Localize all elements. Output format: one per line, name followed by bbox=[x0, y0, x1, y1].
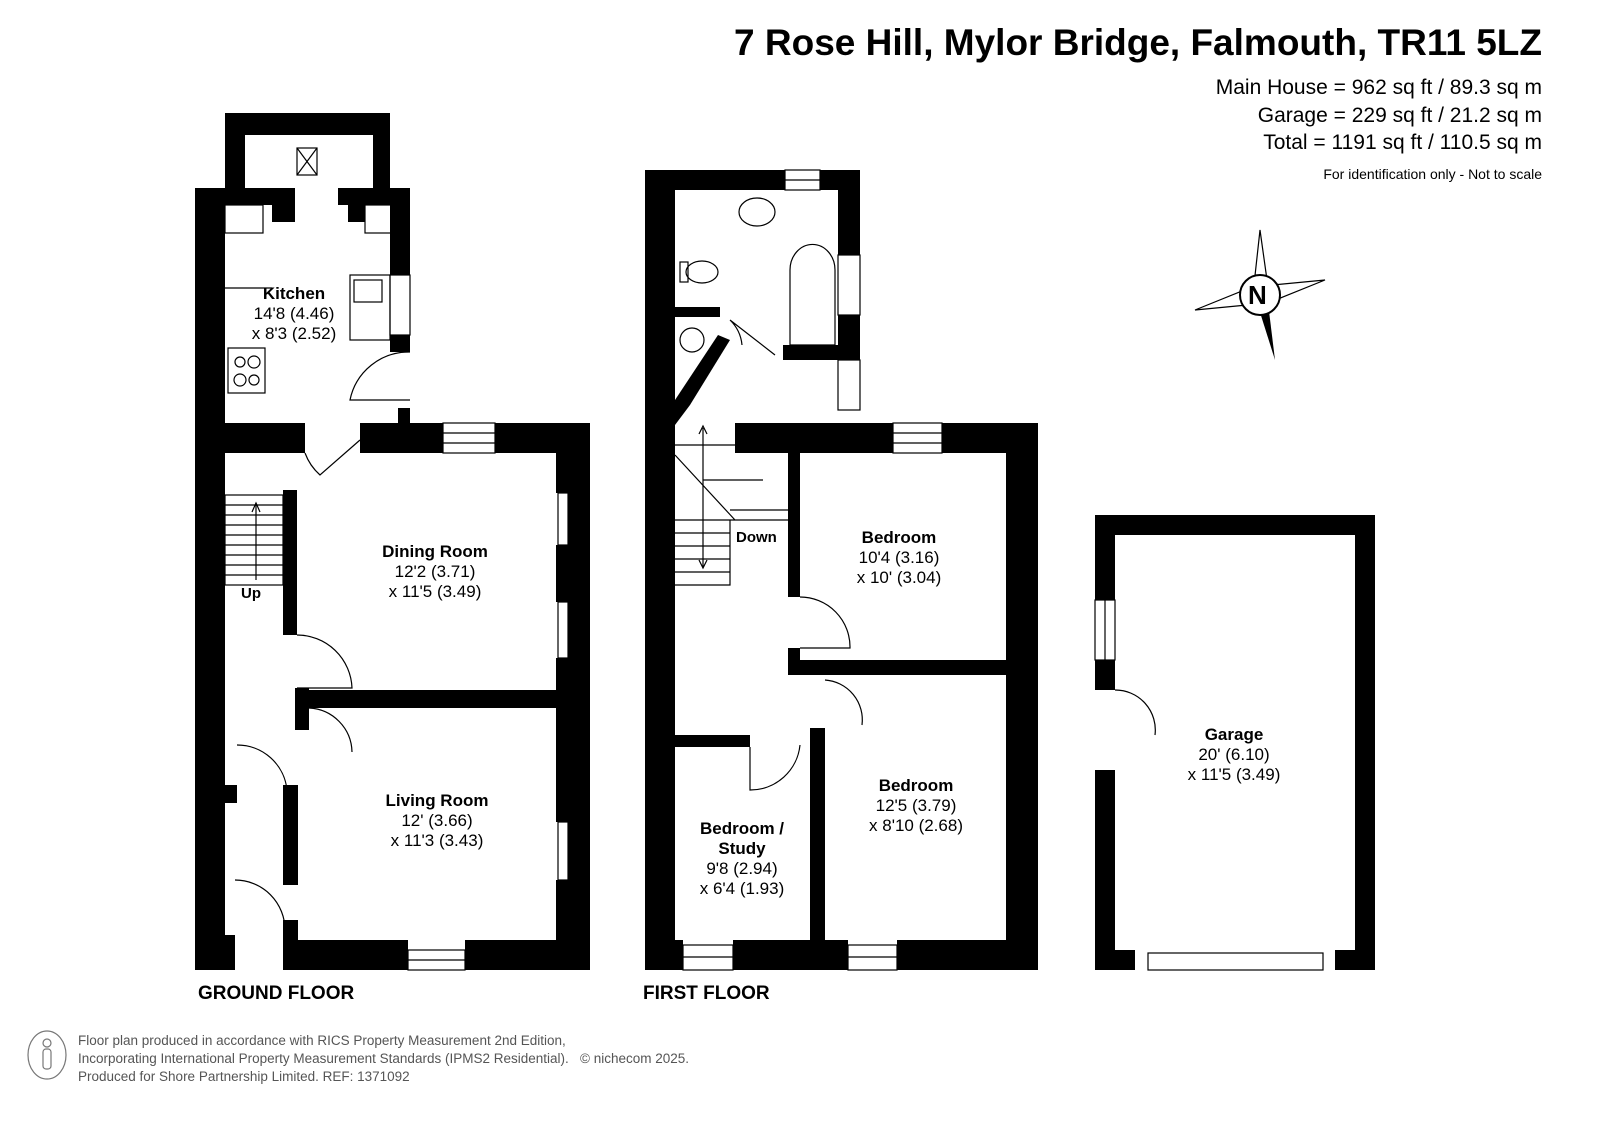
compass-north-label: N bbox=[1248, 280, 1267, 310]
compass-icon bbox=[1194, 229, 1326, 360]
stairs-up-label: Up bbox=[241, 585, 261, 602]
garage-fixtures bbox=[1094, 599, 1324, 971]
area-total: Total = 1191 sq ft / 110.5 sq m bbox=[1263, 131, 1542, 154]
footer-line-1: Floor plan produced in accordance with R… bbox=[78, 1033, 566, 1048]
footer-line-2: Incorporating International Property Mea… bbox=[78, 1051, 569, 1066]
ground-floor-label: GROUND FLOOR bbox=[198, 983, 355, 1004]
first-floor-fixtures bbox=[674, 169, 943, 971]
area-garage: Garage = 229 sq ft / 21.2 sq m bbox=[1257, 104, 1542, 127]
footer-text: Floor plan produced in accordance with R… bbox=[78, 1032, 689, 1086]
disclaimer-note: For identification only - Not to scale bbox=[1323, 166, 1542, 182]
property-address-title: 7 Rose Hill, Mylor Bridge, Falmouth, TR1… bbox=[734, 22, 1542, 63]
garage-walls bbox=[1095, 515, 1375, 970]
footer-copyright: © nichecom 2025. bbox=[580, 1051, 690, 1066]
stairs-down-label: Down bbox=[736, 529, 777, 546]
footer-line-3: Produced for Shore Partnership Limited. … bbox=[78, 1069, 410, 1084]
ground-floor-fixtures bbox=[224, 147, 569, 971]
first-floor-label: FIRST FLOOR bbox=[643, 983, 770, 1004]
first-floor-walls bbox=[645, 170, 1038, 970]
area-main-house: Main House = 962 sq ft / 89.3 sq m bbox=[1215, 76, 1542, 99]
person-footer-icon bbox=[27, 1030, 67, 1080]
ground-floor-walls bbox=[195, 113, 590, 970]
